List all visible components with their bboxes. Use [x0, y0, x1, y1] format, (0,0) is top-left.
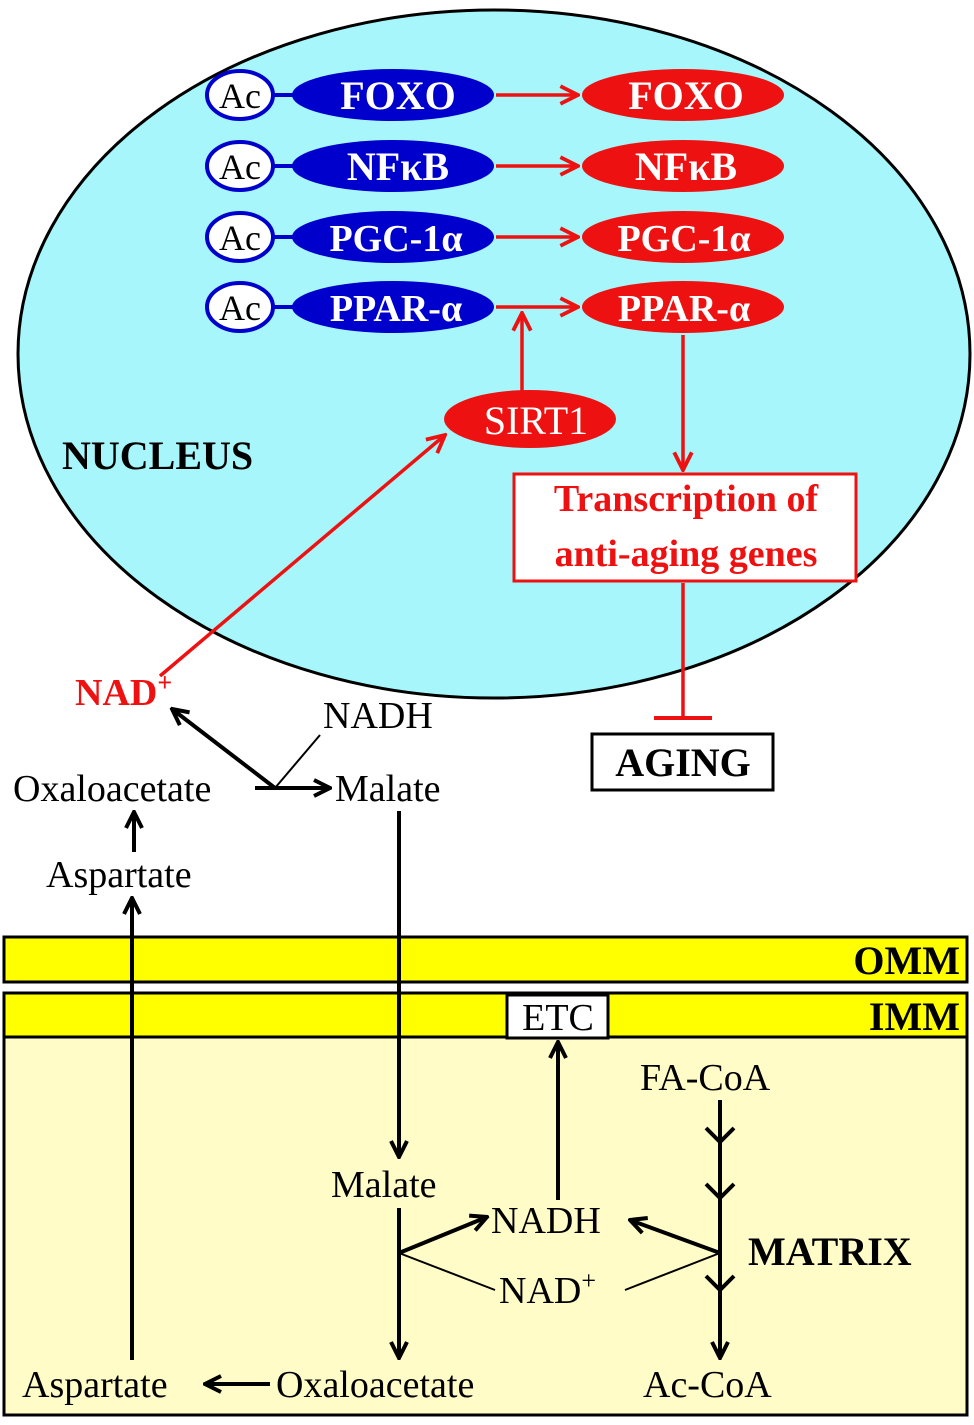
deacetylated-nfkb-label: NFκB — [635, 144, 737, 189]
fa-oxidation-nad-line — [624, 1252, 721, 1291]
factor-row-ppara: Ac PPAR-α PPAR-α — [205, 281, 784, 333]
matrix-malate: Malate — [331, 1164, 437, 1206]
nucleus-ellipse — [16, 8, 972, 700]
cytosol-nadh: NADH — [323, 695, 433, 737]
acetylated-foxo — [292, 69, 494, 121]
beta-oxidation-step-2 — [704, 1182, 736, 1201]
matrix-label: MATRIX — [748, 1229, 912, 1274]
cytosol-nad-plus: NAD+ — [75, 668, 172, 714]
cytosol-malate: Malate — [335, 768, 441, 810]
nad-text: NAD — [499, 1270, 581, 1312]
deacetylated-ppara-label: PPAR-α — [618, 288, 750, 330]
acetylated-ppara-label: PPAR-α — [330, 288, 462, 330]
acetylated-pgc1a — [292, 211, 494, 263]
matrix-nad-plus: NAD+ — [499, 1266, 596, 1312]
factor-row-pgc1a: Ac PGC-1α PGC-1α — [205, 211, 784, 263]
acetyl-tag-label: Ac — [219, 218, 261, 258]
acetylated-pgc1a-label: PGC-1α — [329, 218, 462, 260]
factor-row-nfkb: Ac NFκB NFκB — [205, 140, 784, 192]
nad-superscript: + — [581, 1266, 596, 1295]
cytosol-aspartate: Aspartate — [46, 854, 192, 896]
nad-to-sirt1-arrow — [158, 435, 445, 678]
deacetylated-foxo-label: FOXO — [628, 73, 744, 118]
acetyl-tag-label: Ac — [219, 76, 261, 116]
beta-oxidation-step-3 — [704, 1274, 736, 1293]
aging-box — [590, 732, 775, 792]
matrix-area — [2, 1035, 969, 1417]
deacetylated-foxo — [582, 69, 784, 121]
acetyl-tag-label: Ac — [219, 288, 261, 328]
matrix-oxaloacetate: Oxaloacetate — [276, 1364, 474, 1406]
nad-superscript: + — [157, 668, 172, 697]
deacetylated-pgc1a-label: PGC-1α — [617, 218, 750, 260]
inner-mitochondrial-membrane — [2, 991, 969, 1039]
aging-label: AGING — [615, 740, 751, 785]
beta-oxidation-step-1 — [704, 1126, 736, 1145]
matrix-fa-coa: FA-CoA — [640, 1057, 771, 1099]
fa-oxidation-nadh-arrow — [630, 1220, 721, 1255]
deacetylated-ppara — [582, 281, 784, 333]
etc-label: ETC — [522, 997, 594, 1039]
acetylated-foxo-label: FOXO — [340, 73, 456, 118]
matrix-aspartate: Aspartate — [22, 1364, 168, 1406]
nad-release-arrow — [172, 709, 277, 790]
acetylated-nfkb — [292, 140, 494, 192]
acetyl-tag-label: Ac — [219, 147, 261, 187]
imm-label: IMM — [869, 994, 960, 1039]
transcription-line-2: anti-aging genes — [555, 533, 818, 575]
matrix-ac-coa: Ac-CoA — [643, 1364, 772, 1406]
malate-nad-line — [398, 1252, 496, 1291]
malate-nadh-arrow — [398, 1217, 487, 1255]
sirt1-node — [444, 390, 616, 448]
nucleus-label: NUCLEUS — [62, 433, 253, 478]
deacetylated-pgc1a — [582, 211, 784, 263]
nadh-input-line — [274, 734, 321, 789]
sirt1-label: SIRT1 — [484, 398, 588, 443]
nad-text: NAD — [75, 672, 157, 714]
deacetylated-nfkb — [582, 140, 784, 192]
cytosol-oxaloacetate: Oxaloacetate — [13, 768, 211, 810]
matrix-nadh: NADH — [491, 1200, 601, 1242]
transcription-box — [512, 472, 858, 583]
transcription-line-1: Transcription of — [554, 478, 820, 520]
acetylated-ppara — [292, 281, 494, 333]
outer-mitochondrial-membrane — [2, 935, 969, 984]
omm-label: OMM — [853, 938, 960, 983]
etc-box — [505, 993, 610, 1040]
acetylated-nfkb-label: NFκB — [347, 144, 449, 189]
factor-row-foxo: Ac FOXO FOXO — [205, 69, 784, 121]
